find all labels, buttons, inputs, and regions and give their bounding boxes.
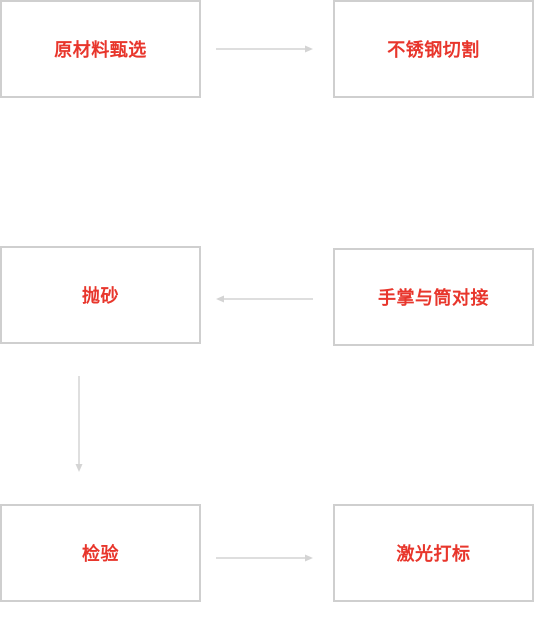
arrow-joining-to-polishing-head (216, 295, 224, 303)
arrow-raw-material-to-cutting (216, 45, 313, 53)
arrow-inspection-to-laser-marking (216, 554, 313, 562)
step-palm-tube-joining: 手掌与筒对接 (333, 248, 534, 346)
step-label-laser-marking: 激光打标 (396, 544, 471, 565)
step-label-inspection: 检验 (82, 544, 119, 565)
step-inspection: 检验 (0, 504, 201, 602)
step-label-polishing: 抛砂 (82, 286, 119, 307)
step-stainless-steel-cutting: 不锈钢切割 (333, 0, 534, 98)
arrow-polishing-to-inspection-head (75, 464, 83, 472)
arrow-polishing-to-inspection (75, 376, 83, 472)
step-polishing: 抛砂 (0, 246, 201, 344)
step-label-palm-tube-joining: 手掌与筒对接 (378, 288, 489, 309)
step-label-stainless-steel-cutting: 不锈钢切割 (387, 40, 480, 61)
arrow-joining-to-polishing (216, 295, 313, 303)
step-laser-marking: 激光打标 (333, 504, 534, 602)
step-label-raw-material-selection: 原材料甄选 (54, 40, 147, 61)
arrow-raw-material-to-cutting-head (305, 45, 313, 53)
step-raw-material-selection: 原材料甄选 (0, 0, 201, 98)
arrow-inspection-to-laser-marking-head (305, 554, 313, 562)
